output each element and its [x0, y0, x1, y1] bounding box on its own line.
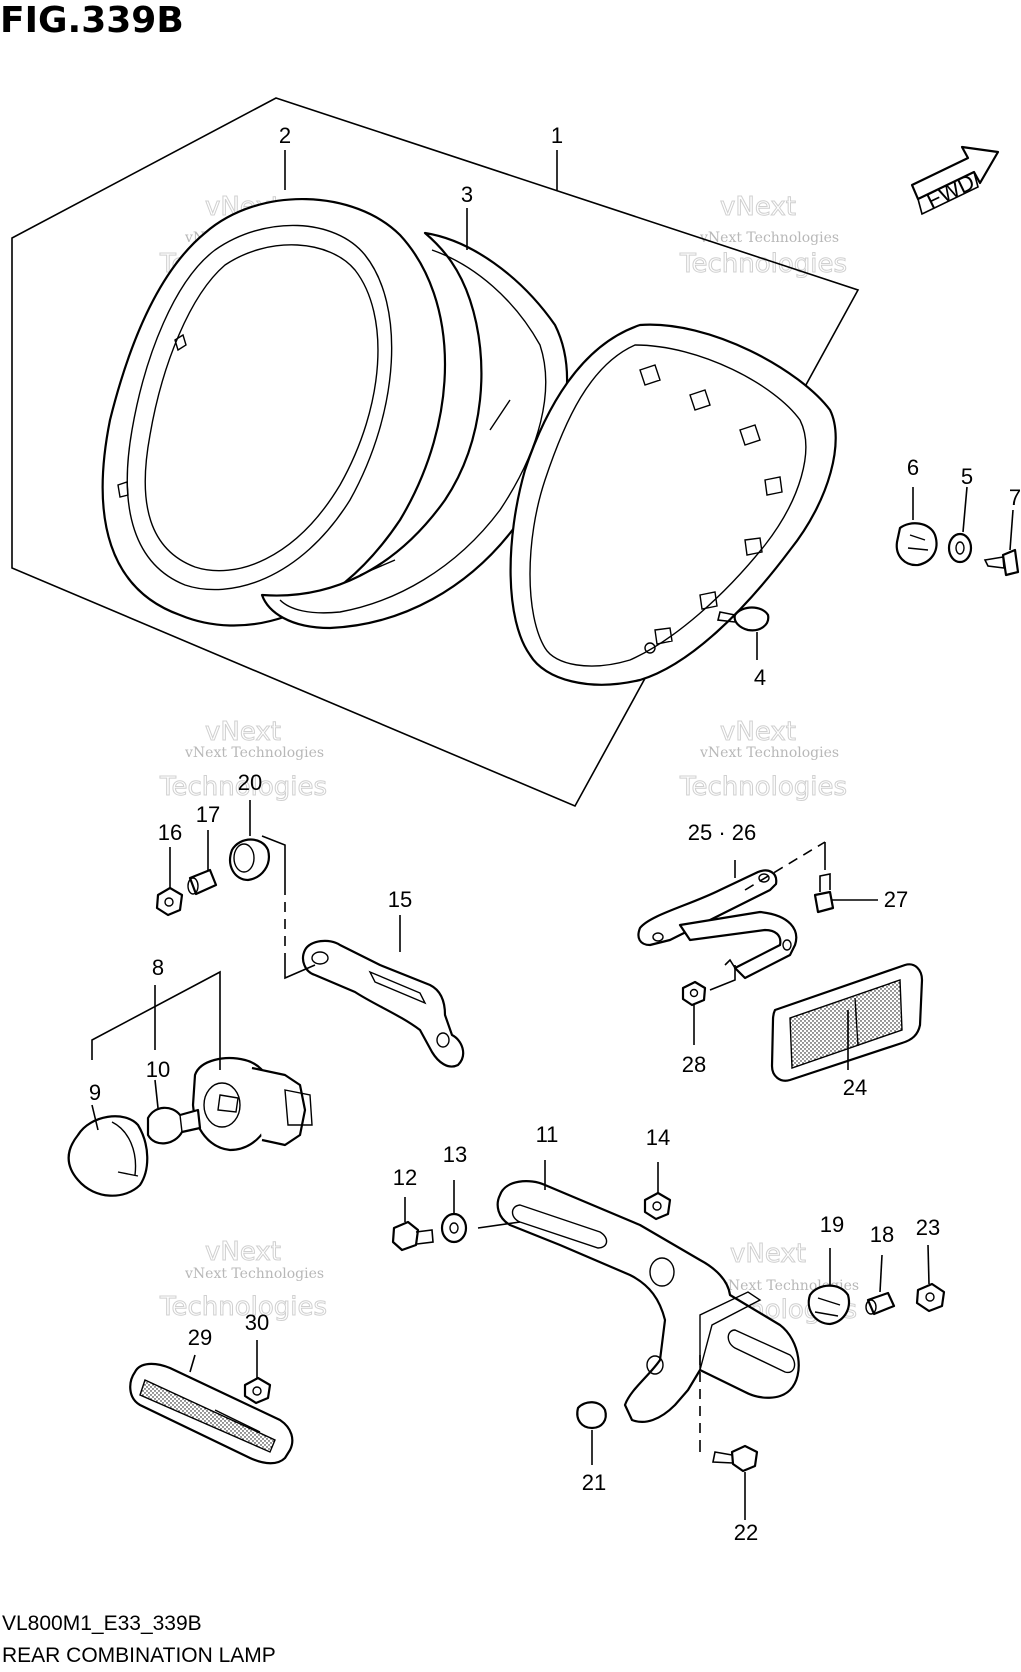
leader-line — [744, 841, 826, 891]
callout-21[interactable]: 21 — [582, 1470, 606, 1495]
watermark-text: vNext — [205, 1237, 281, 1267]
watermark-text: vNext — [730, 1239, 806, 1269]
collar-part-18 — [865, 1291, 896, 1316]
leader-line — [879, 1254, 883, 1293]
callout-19[interactable]: 19 — [820, 1212, 844, 1237]
figure-caption: REAR COMBINATION LAMP — [2, 1644, 276, 1667]
leader-line — [927, 1244, 930, 1285]
leader-line — [154, 1079, 159, 1109]
assembly-group-outline — [11, 97, 860, 808]
screw-part-27 — [813, 873, 835, 914]
callout-4[interactable]: 4 — [754, 665, 766, 690]
grommet-part-6 — [895, 522, 938, 567]
callout-28[interactable]: 28 — [682, 1052, 706, 1077]
fwd-arrow: FWD — [910, 145, 1000, 216]
callout-6[interactable]: 6 — [907, 455, 919, 480]
leader-line — [261, 835, 286, 885]
nut-part-28 — [681, 980, 707, 1007]
callout-16[interactable]: 16 — [158, 820, 182, 845]
screw-part-7 — [983, 548, 1020, 577]
callout-7[interactable]: 7 — [1009, 485, 1021, 510]
cap-part-21 — [576, 1401, 607, 1430]
watermark-text: Technologies — [159, 1292, 327, 1322]
callout-14[interactable]: 14 — [646, 1125, 670, 1150]
watermark-text: vNext Technologies — [184, 745, 324, 761]
callouts: 2 1 3 6 5 7 4 20 16 17 15 25 · 26 27 8 2… — [89, 123, 1021, 1545]
callout-10[interactable]: 10 — [146, 1057, 170, 1082]
leader-line — [962, 486, 968, 533]
leader-line — [284, 960, 316, 980]
watermark-text: vNext — [205, 717, 281, 747]
callout-25-26[interactable]: 25 · 26 — [688, 820, 757, 845]
watermark-text: vNext Technologies — [699, 745, 839, 761]
callout-13[interactable]: 13 — [443, 1142, 467, 1167]
callout-9[interactable]: 9 — [89, 1080, 101, 1105]
grommet-part-19 — [807, 1284, 851, 1326]
bulb-part-10 — [146, 1106, 202, 1145]
leader-line — [709, 965, 736, 991]
callout-2[interactable]: 2 — [279, 123, 291, 148]
leader-line — [91, 970, 221, 1070]
callout-1[interactable]: 1 — [551, 123, 563, 148]
callout-24[interactable]: 24 — [843, 1075, 867, 1100]
leader-line — [189, 1354, 196, 1373]
callout-12[interactable]: 12 — [393, 1165, 417, 1190]
model-code: VL800M1_E33_339B — [2, 1612, 202, 1635]
leader-line — [91, 1104, 99, 1131]
nut-part-30 — [243, 1376, 272, 1405]
callout-18[interactable]: 18 — [870, 1222, 894, 1247]
callout-23[interactable]: 23 — [916, 1215, 940, 1240]
callout-11[interactable]: 11 — [536, 1122, 559, 1147]
bolt-part-12 — [391, 1220, 434, 1252]
socket-part-8 — [191, 1057, 313, 1152]
callout-17[interactable]: 17 — [196, 802, 220, 827]
watermark-text: vNext — [720, 717, 796, 747]
watermark-text: Technologies — [159, 772, 327, 802]
gasket-part-3 — [260, 231, 569, 630]
callout-20[interactable]: 20 — [238, 770, 262, 795]
screw-part-4 — [717, 606, 770, 660]
lamp-housing-part-1 — [509, 323, 837, 686]
reflector-part-24 — [770, 963, 924, 1082]
nut-part-14 — [643, 1191, 672, 1221]
callout-29[interactable]: 29 — [188, 1325, 212, 1350]
watermark-text: vNext Technologies — [184, 1266, 324, 1282]
bracket-part-15 — [301, 939, 465, 1068]
leader-line — [1009, 509, 1014, 551]
turn-signal-lens-part-9 — [67, 1115, 149, 1197]
side-reflector-part-29 — [129, 1362, 294, 1465]
watermark-text: vNext — [720, 192, 796, 222]
callout-22[interactable]: 22 — [734, 1520, 758, 1545]
watermark-text: vNext Technologies — [699, 230, 839, 246]
nut-part-16 — [155, 886, 184, 917]
callout-5[interactable]: 5 — [961, 464, 973, 489]
washer-part-13 — [440, 1212, 468, 1244]
leader-line — [477, 1221, 521, 1229]
callout-15[interactable]: 15 — [388, 887, 412, 912]
collar-part-17 — [187, 868, 218, 896]
callout-3[interactable]: 3 — [461, 182, 473, 207]
callout-27[interactable]: 27 — [884, 887, 908, 912]
callout-30[interactable]: 30 — [245, 1310, 269, 1335]
figure-title: FIG.339B — [0, 0, 184, 41]
reflector-bracket-part-25-26 — [637, 869, 798, 980]
watermark-text: Technologies — [679, 249, 847, 279]
bolt-part-22 — [712, 1444, 759, 1473]
washer-part-5 — [947, 532, 973, 564]
license-bracket-part-11 — [496, 1180, 800, 1423]
callout-8[interactable]: 8 — [152, 955, 164, 980]
watermark-text: Technologies — [679, 772, 847, 802]
nut-part-23 — [915, 1282, 946, 1313]
grommet-part-20 — [229, 838, 270, 882]
